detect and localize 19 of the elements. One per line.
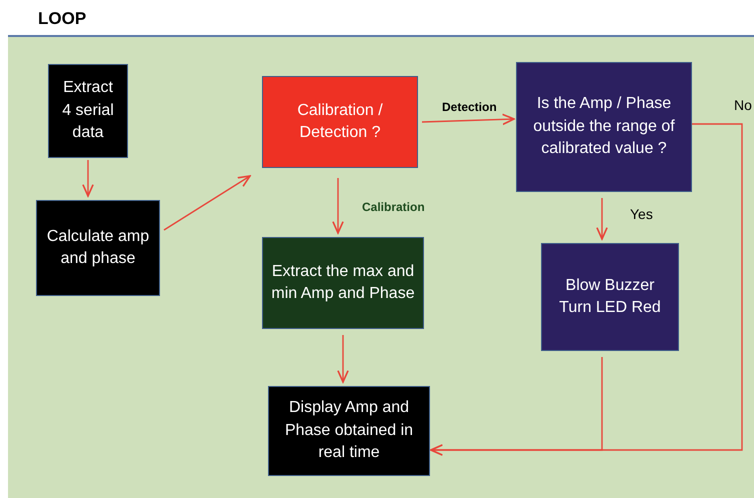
decision-box: Calibration / Detection ? — [262, 76, 418, 168]
arrow — [337, 335, 349, 383]
arrow — [430, 123, 743, 456]
decision-box: Is the Amp / Phase outside the range of calibrated value ? — [516, 62, 692, 192]
diagram-title: LOOP — [38, 9, 86, 29]
process-box: Blow Buzzer Turn LED Red — [541, 243, 679, 351]
arrow — [82, 160, 94, 197]
arrow — [332, 178, 344, 234]
process-box: Calculate amp and phase — [36, 200, 160, 296]
arrow — [422, 114, 515, 126]
arrow — [596, 198, 608, 240]
edge-label: Yes — [628, 206, 655, 222]
process-box: Extract 4 serial data — [48, 64, 128, 158]
arrow — [164, 175, 251, 231]
edge-label: No — [732, 97, 754, 113]
edge-label: Calibration — [360, 200, 427, 214]
edge-label: Detection — [440, 100, 499, 114]
process-box: Display Amp and Phase obtained in real time — [268, 386, 430, 476]
process-box: Extract the max and min Amp and Phase — [262, 237, 424, 329]
